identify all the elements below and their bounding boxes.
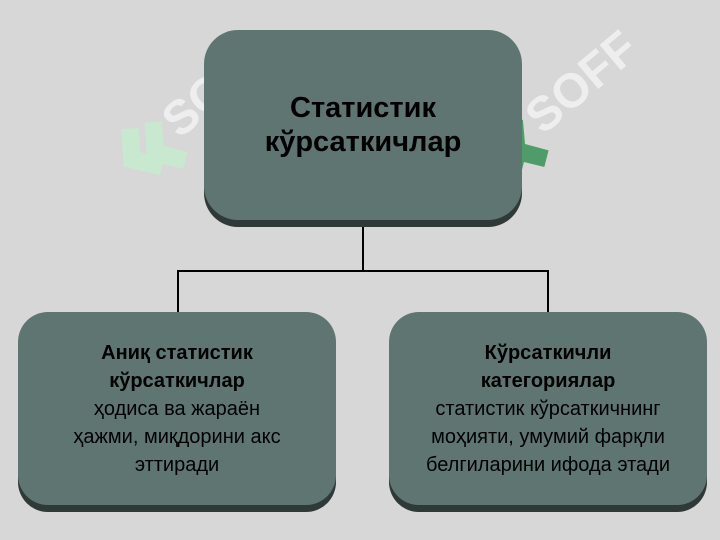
- root-node-label: Статистик кўрсаткичлар: [264, 92, 462, 158]
- child-node-exact-indicators: Аниқ статистик кўрсаткичлар ҳодиса ва жа…: [18, 312, 336, 505]
- child-node-heading: Аниқ статистик кўрсаткичлар: [101, 341, 253, 392]
- child-node-description: статистик кўрсаткичнинг моҳияти, умумий …: [425, 397, 670, 476]
- child-node-indicator-categories: Кўрсаткичли категориялар статистик кўрса…: [389, 312, 707, 505]
- child-node-description: ҳодиса ва жараён ҳажми, миқдорини акс эт…: [73, 397, 281, 476]
- child-node-heading: Кўрсаткичли категориялар: [480, 341, 616, 392]
- root-node: Статистик кўрсаткичлар: [204, 30, 522, 220]
